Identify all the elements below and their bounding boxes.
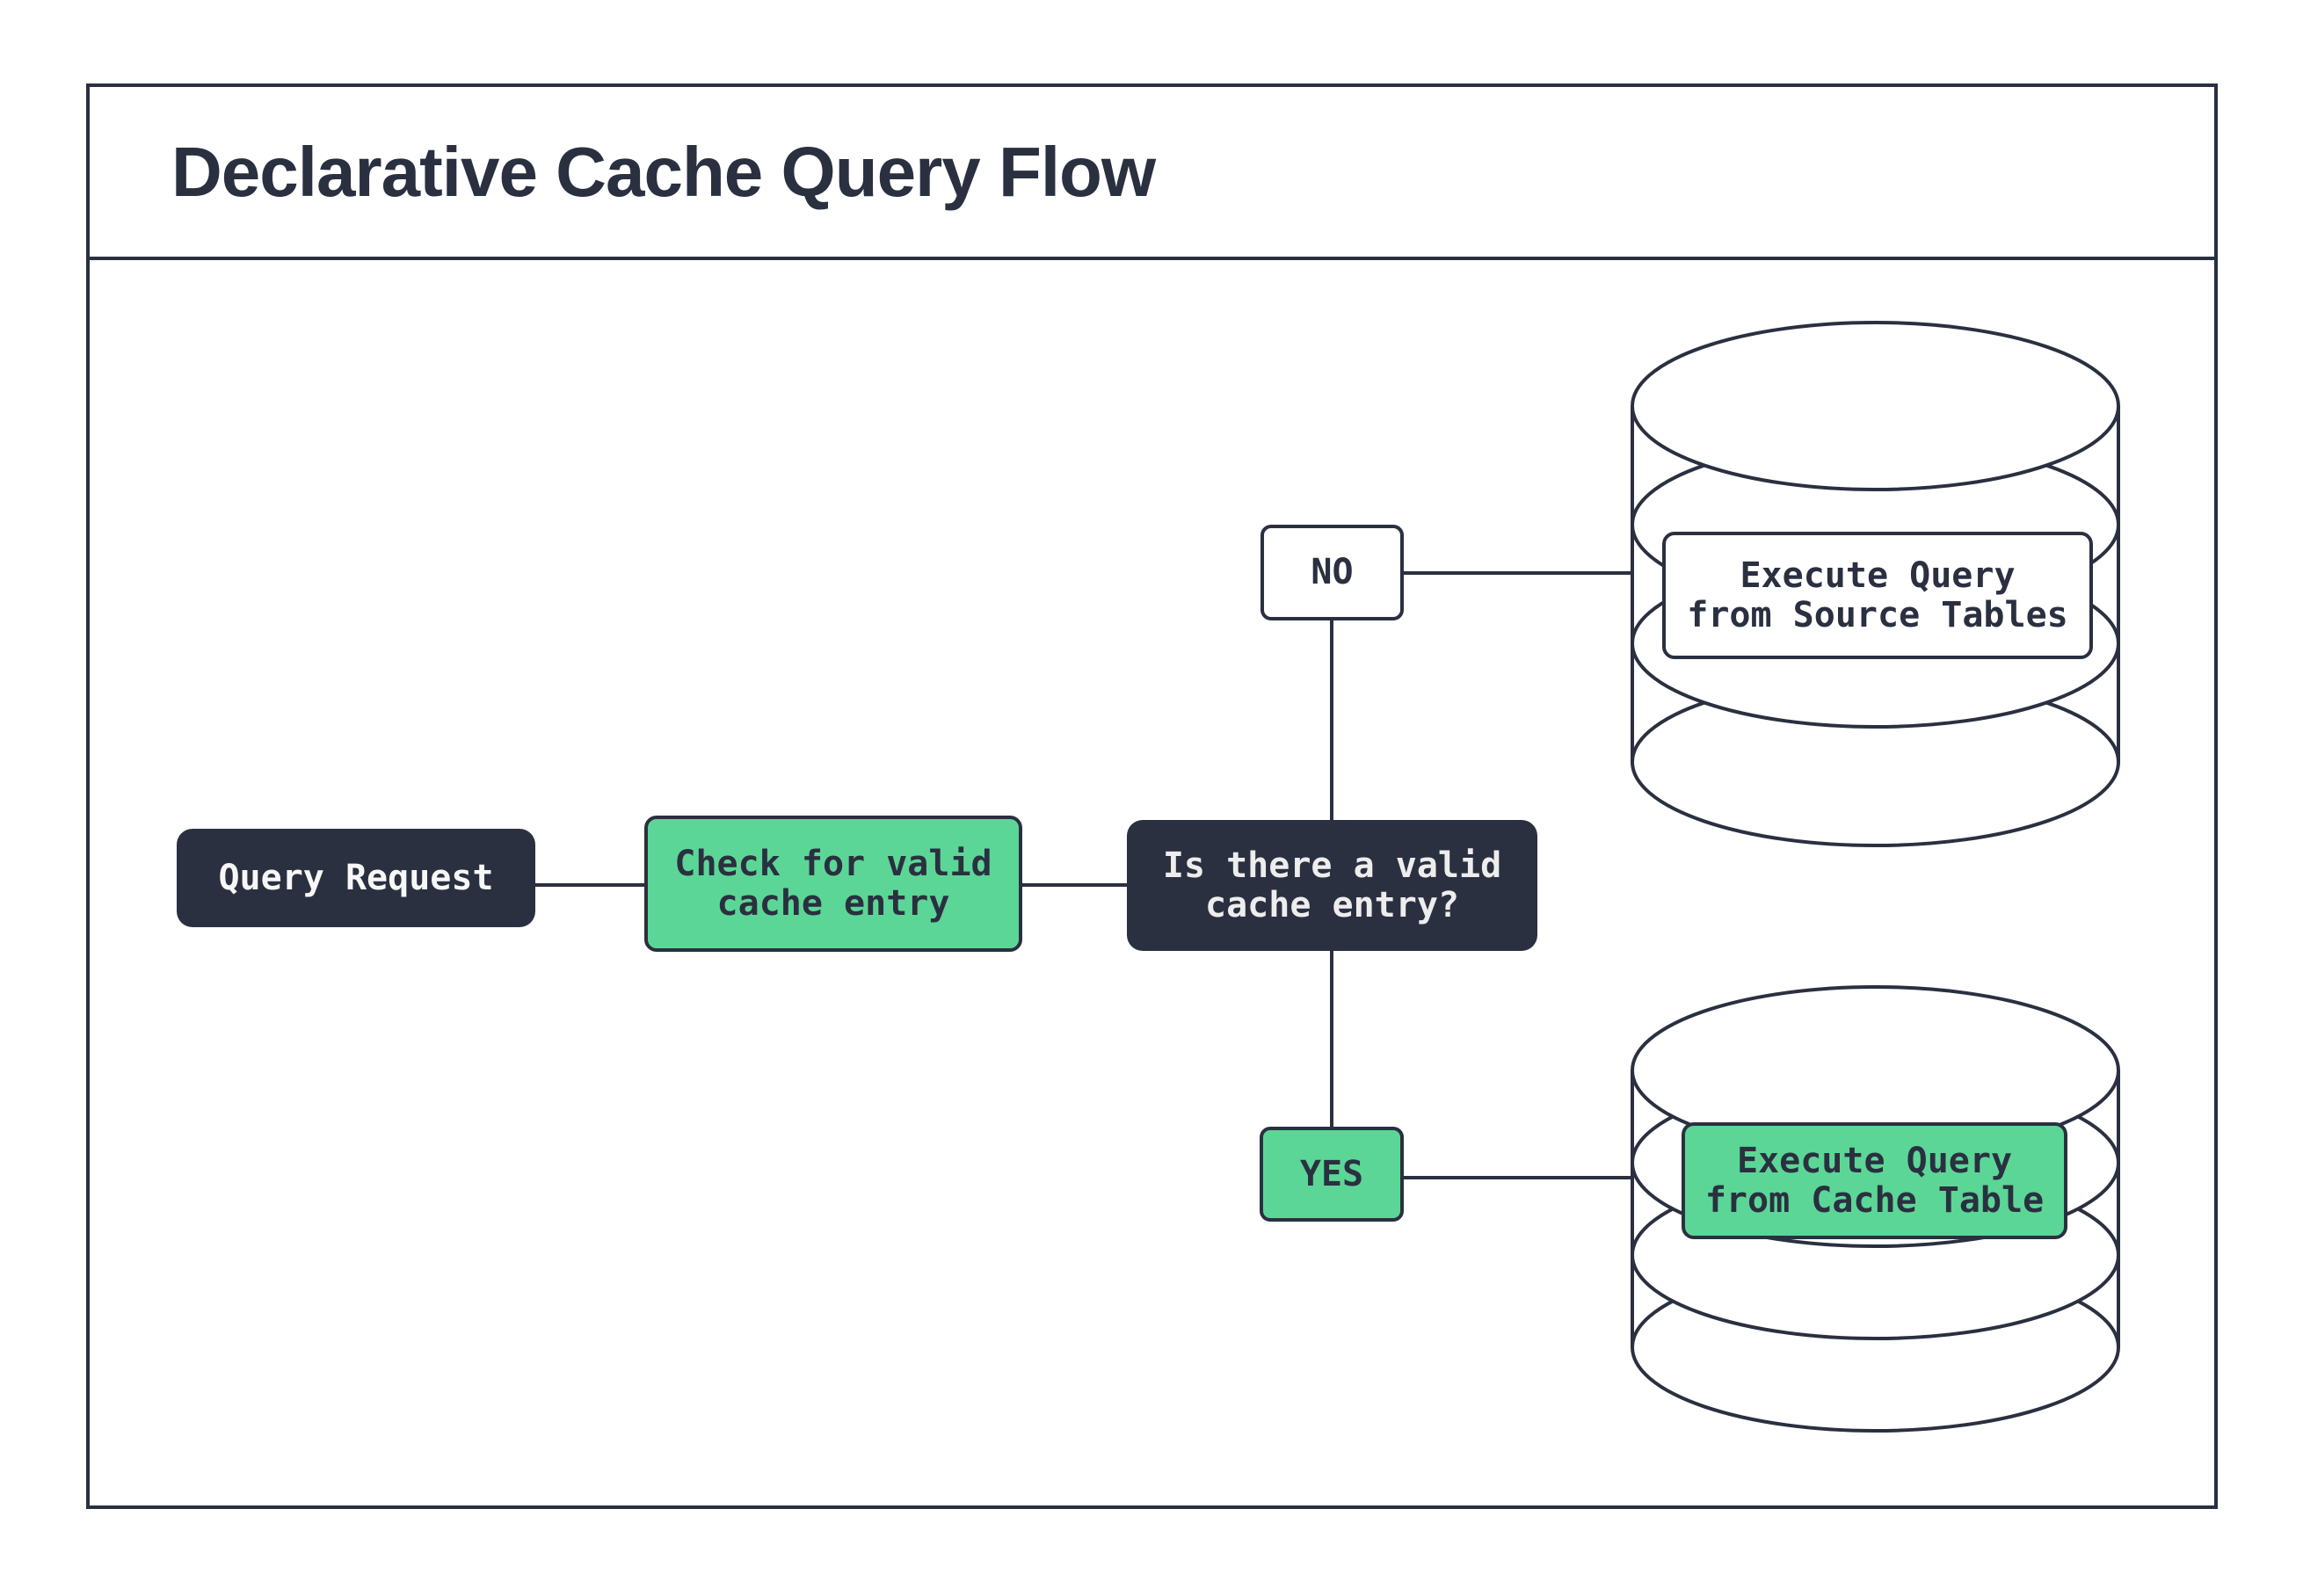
node-check-cache-line1: Check for valid <box>674 843 992 884</box>
node-check-cache-line2: cache entry <box>716 882 950 924</box>
node-decision-valid-entry: Is there a valid cache entry? <box>1127 820 1537 951</box>
node-execute-source-tables: Execute Query from Source Tables <box>1662 532 2093 659</box>
node-branch-no-label: NO <box>1311 552 1354 593</box>
edge-decision-to-yes <box>1330 951 1333 1127</box>
node-query-request: Query Request <box>177 829 535 927</box>
edge-check-to-decision <box>1022 883 1127 887</box>
node-check-cache: Check for valid cache entry <box>644 816 1022 952</box>
edge-no-to-source-db <box>1404 571 1632 575</box>
node-execute-cache-line2: from Cache Table <box>1704 1179 2045 1221</box>
node-decision-line1: Is there a valid <box>1162 845 1502 886</box>
diagram-header: Declarative Cache Query Flow <box>90 87 2214 260</box>
node-branch-no: NO <box>1260 525 1404 620</box>
edge-yes-to-cache-db <box>1404 1176 1632 1179</box>
node-execute-source-line1: Execute Query <box>1740 555 2016 596</box>
edge-query-to-check <box>535 883 644 887</box>
node-execute-cache-table: Execute Query from Cache Table <box>1682 1122 2067 1239</box>
node-branch-yes-label: YES <box>1299 1153 1364 1194</box>
edge-decision-to-no <box>1330 619 1333 820</box>
node-execute-source-line2: from Source Tables <box>1687 594 2068 635</box>
page-title: Declarative Cache Query Flow <box>171 132 1156 211</box>
node-execute-cache-line1: Execute Query <box>1736 1140 2013 1181</box>
node-decision-line2: cache entry? <box>1205 884 1459 925</box>
node-branch-yes: YES <box>1260 1127 1404 1222</box>
node-query-request-label: Query Request <box>218 857 494 898</box>
